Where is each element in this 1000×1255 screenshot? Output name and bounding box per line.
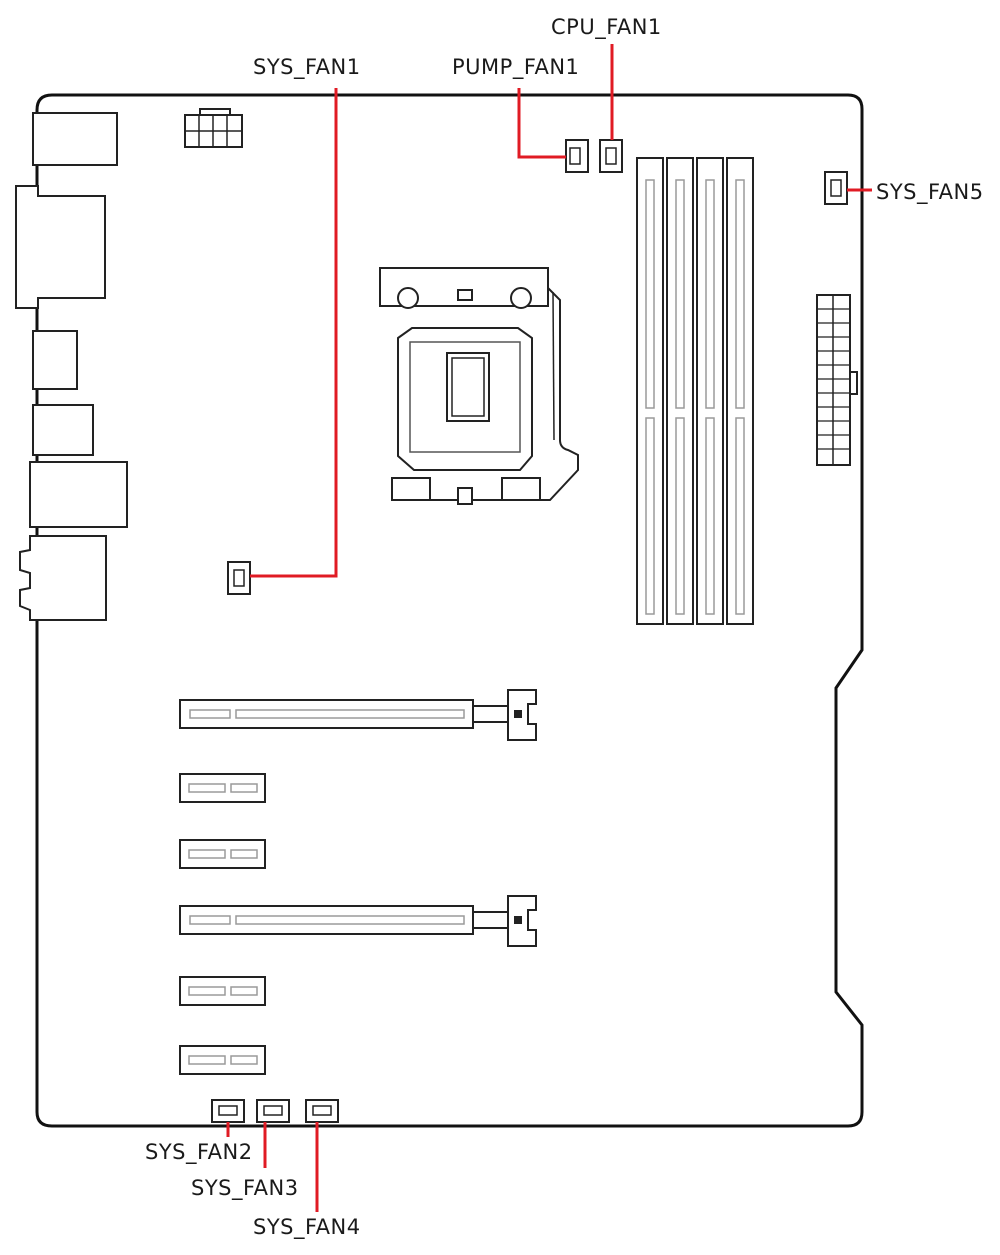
label-sys-fan4: SYS_FAN4: [253, 1215, 361, 1239]
pcie-x1-slot-4: [179, 1045, 266, 1075]
label-cpu-fan1: CPU_FAN1: [551, 15, 662, 39]
sys-fan2-header: [211, 1099, 245, 1123]
dimm-slots: [636, 157, 754, 625]
pcie-x1-slot-1: [179, 773, 266, 803]
atx-power-connector: [816, 294, 858, 466]
sys-fan5-header: [824, 171, 848, 205]
label-sys-fan5: SYS_FAN5: [876, 180, 984, 204]
rear-io-panel: [15, 112, 128, 621]
sys-fan3-header: [256, 1099, 290, 1123]
pcie-x1-slot-3: [179, 976, 266, 1006]
board-outline: [35, 93, 864, 1128]
cpu-power-connector: [184, 108, 243, 148]
sys-fan1-header: [227, 561, 251, 595]
label-sys-fan1: SYS_FAN1: [253, 55, 361, 79]
label-sys-fan2: SYS_FAN2: [145, 1140, 253, 1164]
pcie-x1-slot-2: [179, 839, 266, 869]
leader-line-sys-fan1: [250, 88, 338, 578]
pcie-x16-slot-1: [179, 689, 537, 741]
label-sys-fan3: SYS_FAN3: [191, 1176, 299, 1200]
pcie-x16-slot-2: [179, 895, 537, 947]
label-pump-fan1: PUMP_FAN1: [452, 55, 580, 79]
cpu-fan1-header: [599, 139, 623, 173]
cpu-socket: [379, 267, 579, 505]
leader-line-pump-fan1: [517, 88, 566, 159]
pump-fan1-header: [565, 139, 589, 173]
sys-fan4-header: [305, 1099, 339, 1123]
